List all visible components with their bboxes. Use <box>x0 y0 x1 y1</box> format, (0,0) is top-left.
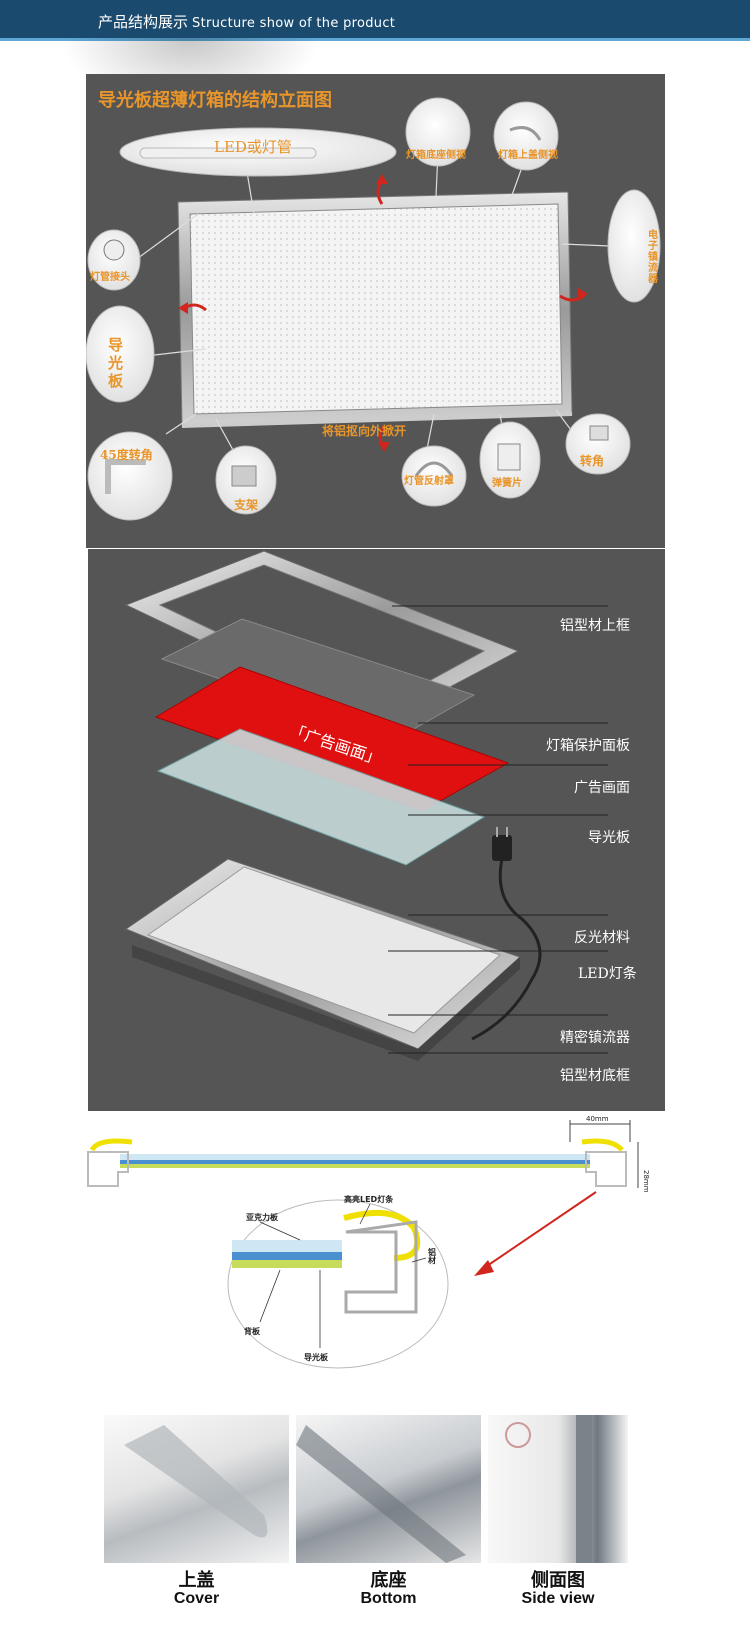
bottom-profile-icon <box>296 1425 466 1563</box>
section-title-zh: 产品结构展示 <box>98 13 189 31</box>
label-protect-panel: 灯箱保护面板 <box>546 738 630 754</box>
label-ballast: 电子镇流器 <box>648 230 658 285</box>
label-aluminum: 铝材 <box>428 1247 437 1265</box>
label-corner45: 45度转角 <box>100 448 153 462</box>
label-spring: 弹簧片 <box>492 478 522 489</box>
caption-bottom-en: Bottom <box>360 1590 417 1607</box>
label-cover-side: 灯箱上盖侧视 <box>498 150 558 161</box>
label-ballast-precise: 精密镇流器 <box>560 1030 630 1046</box>
label-reflector: 反光材料 <box>574 930 630 946</box>
exploded-view: 「广告画面」 铝型材上框 灯箱保护面板 广告画面 导光板 反光材料 LED灯条 … <box>88 549 665 1111</box>
label-led-tube: LED或灯管 <box>214 138 292 156</box>
label-top-frame: 铝型材上框 <box>560 618 630 634</box>
header-bar <box>0 0 750 38</box>
caption-bottom-zh: 底座 <box>370 1570 407 1590</box>
cross-section: 40mm 28mm 高亮LED灯条 亚克力板 背板 导光板 铝材 <box>0 1112 750 1402</box>
label-light-guide: 导光板 <box>108 336 124 390</box>
label-corner: 转角 <box>580 454 605 468</box>
label-base-side: 灯箱底座侧视 <box>406 150 466 161</box>
elevation-diagram-art <box>86 97 661 521</box>
caption-side-en: Side view <box>521 1590 595 1607</box>
elevation-title: 导光板超薄灯箱的结构立面图 <box>98 90 332 111</box>
header-underline <box>0 38 750 41</box>
label-tube-reflector: 灯管反射罩 <box>404 476 454 487</box>
photo-cover <box>104 1415 289 1563</box>
exploded-view-art: 「广告画面」 <box>124 550 608 1061</box>
caption-bottom: 底座 Bottom <box>296 1566 481 1608</box>
caption-cover-en: Cover <box>173 1590 220 1607</box>
photo-side-view <box>488 1415 628 1563</box>
photo-bottom <box>296 1415 481 1563</box>
elevation-diagram: 导光板超薄灯箱的结构立面图 LED或灯管 灯箱底座侧视 灯箱上盖侧视 电子镇流器… <box>86 74 665 548</box>
caption-side-zh: 侧面图 <box>531 1570 585 1590</box>
label-tube-connector: 灯管接头 <box>90 272 130 283</box>
label-light-guide-plate: 导光板 <box>588 830 630 846</box>
label-poster: 广告画面 <box>574 780 630 796</box>
caption-cover: 上盖 Cover <box>104 1566 289 1608</box>
label-guide-plate: 导光板 <box>304 1352 329 1362</box>
caption-side-view: 侧面图 Side view <box>488 1566 628 1608</box>
label-bottom-frame: 铝型材底框 <box>560 1068 630 1084</box>
label-bracket: 支架 <box>234 498 259 512</box>
label-open-frame: 将铝抠向外掀开 <box>322 424 407 438</box>
side-view-profile-icon <box>505 1415 592 1563</box>
dim-height: 28mm <box>642 1170 650 1193</box>
label-back-plate: 背板 <box>244 1326 261 1336</box>
label-led-strip-bright: 高亮LED灯条 <box>344 1194 394 1204</box>
label-led-strip: LED灯条 <box>578 966 637 982</box>
cross-section-art: 40mm 28mm 高亮LED灯条 亚克力板 背板 导光板 铝材 <box>87 1115 650 1369</box>
cover-profile-icon <box>124 1425 268 1538</box>
caption-cover-zh: 上盖 <box>178 1570 215 1590</box>
label-acrylic: 亚克力板 <box>246 1212 279 1222</box>
section-title-en: Structure show of the product <box>192 16 396 31</box>
dim-width: 40mm <box>586 1115 609 1123</box>
